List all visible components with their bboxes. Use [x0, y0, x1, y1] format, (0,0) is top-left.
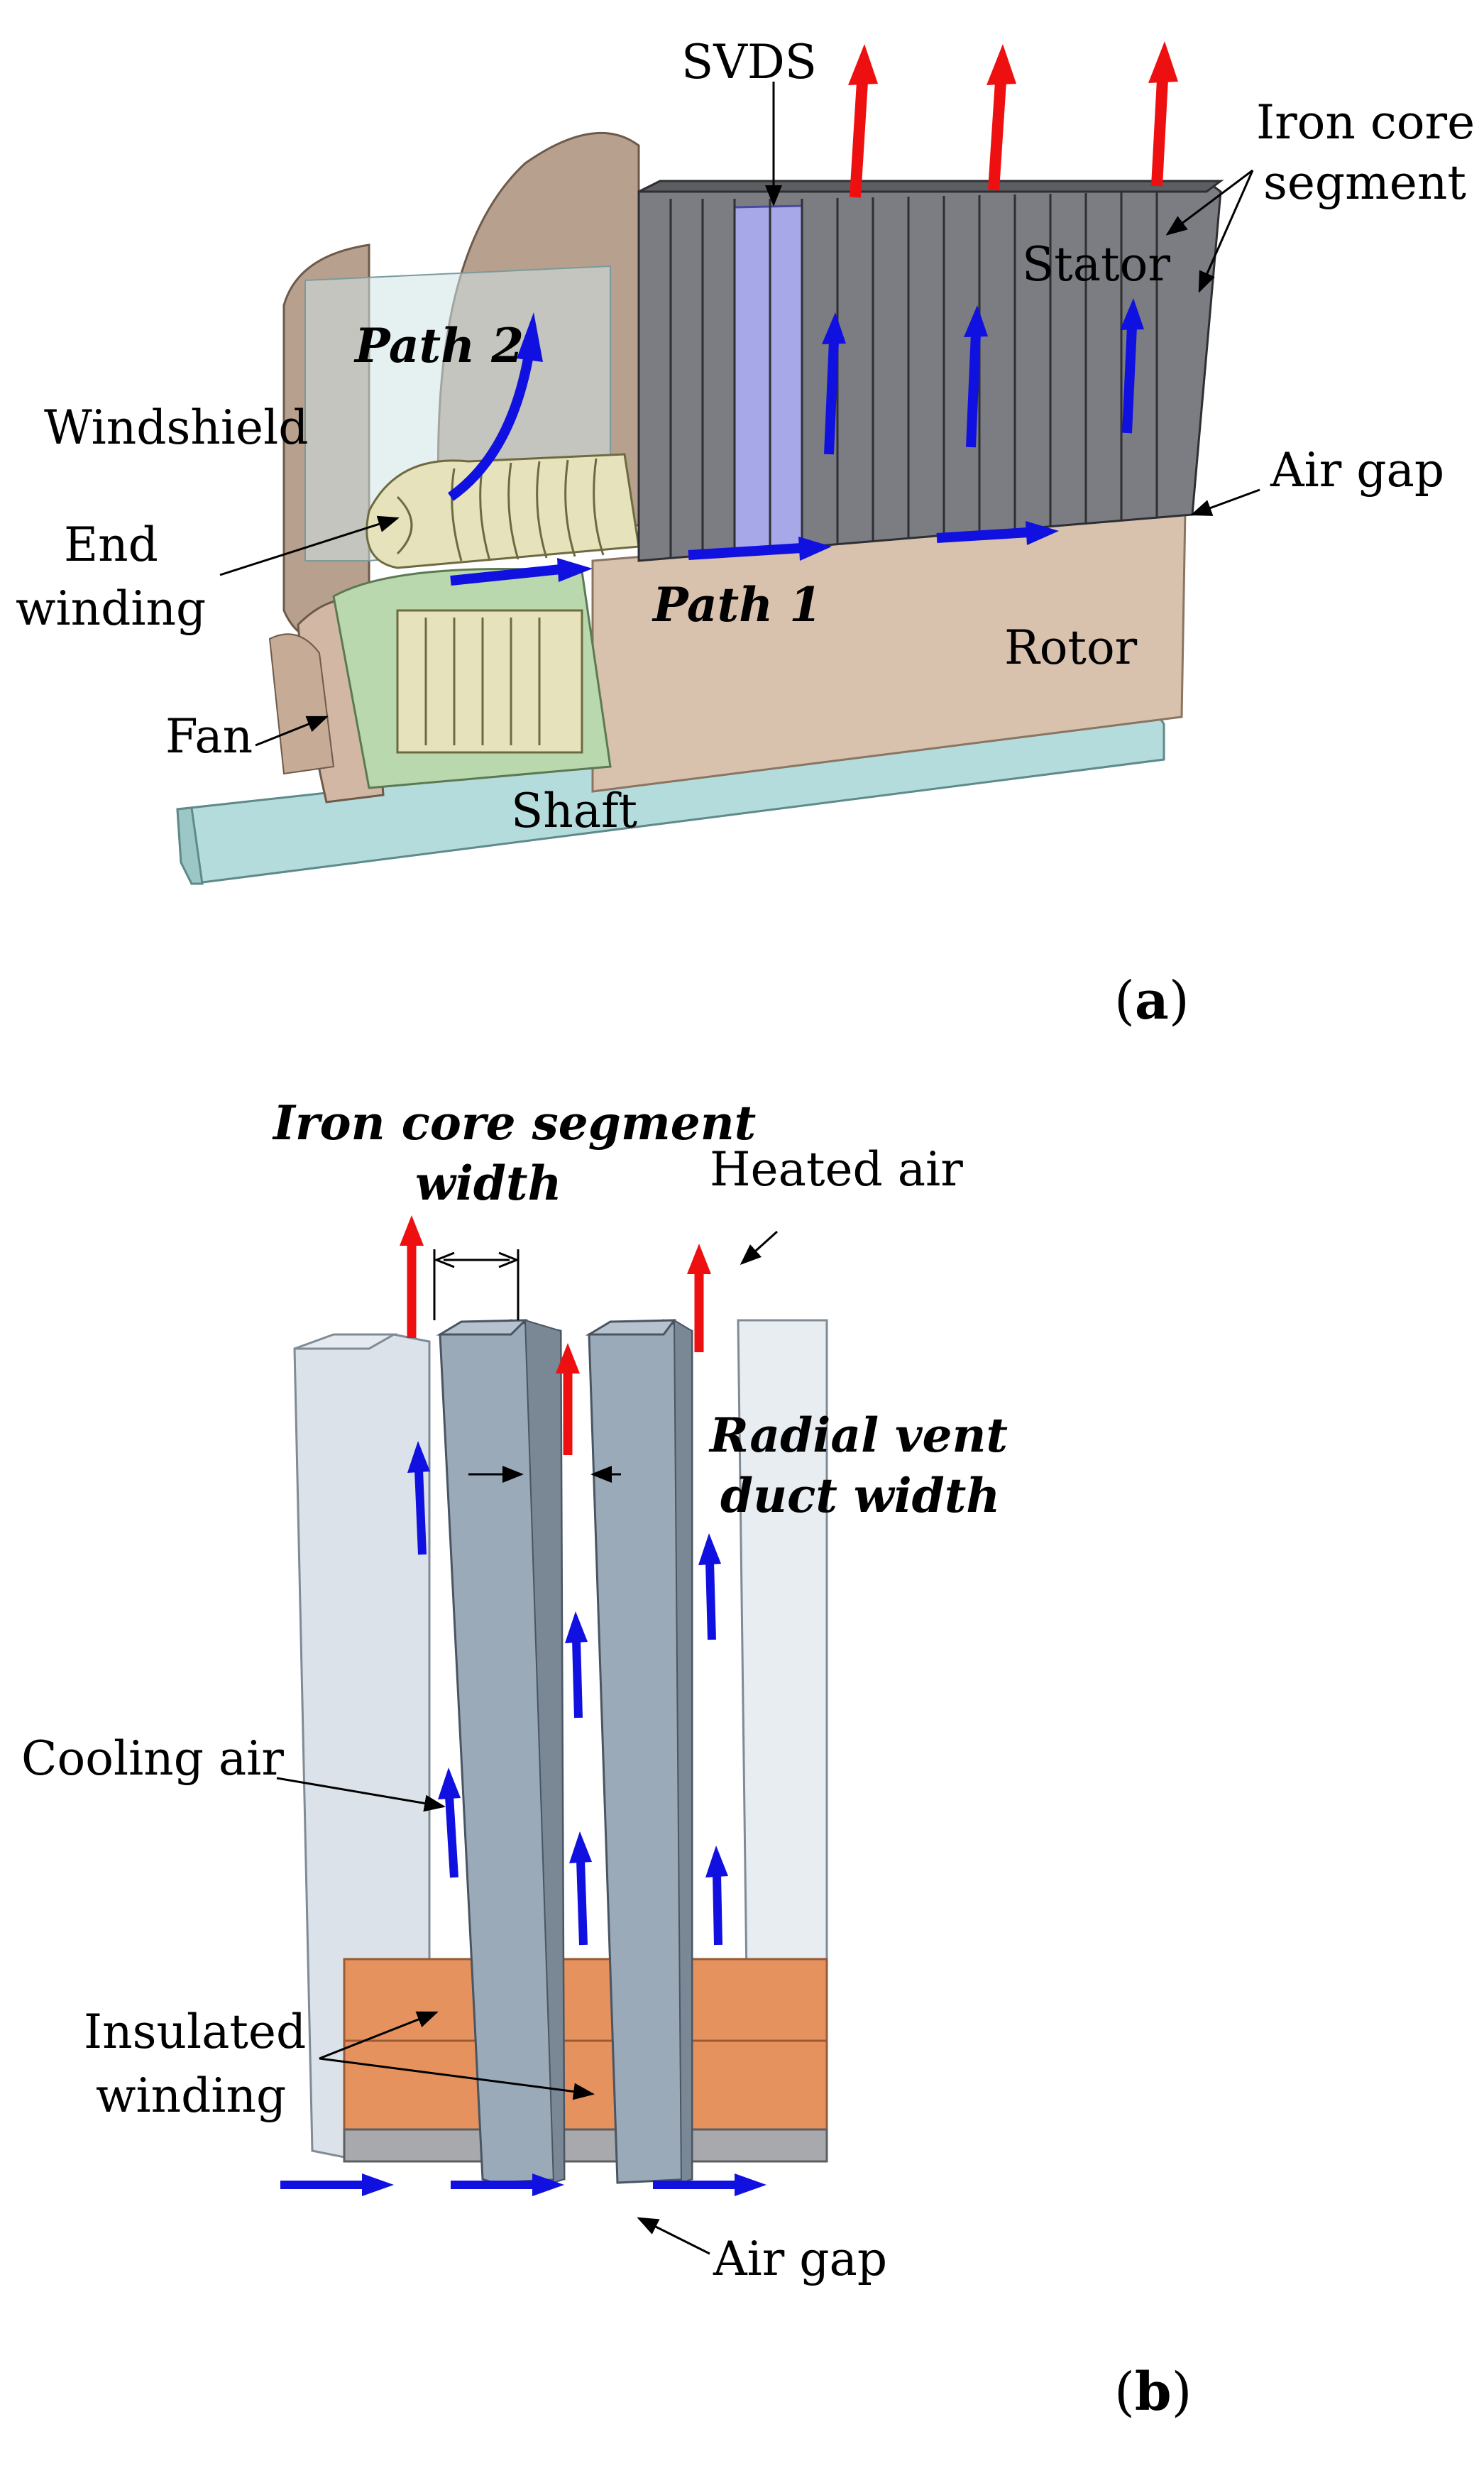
leader-lines [219, 82, 1260, 747]
rotor-label: Rotor [1004, 620, 1138, 675]
panel-a-caption: (a) [1114, 970, 1189, 1031]
windshield [282, 132, 640, 643]
heated-air-arrow [400, 1215, 424, 1338]
cooling-air-arrow [280, 2173, 394, 2196]
heated-air-arrow [556, 1343, 580, 1455]
iron-core-label-line1: Iron core [1256, 95, 1475, 150]
insulated-winding-label-line1: Insulated [84, 2005, 306, 2059]
iron-core-label-line2: segment [1263, 155, 1466, 210]
cooling-air-arrow [438, 1767, 461, 1878]
air-gap-label: Air gap [1270, 443, 1444, 498]
heated-air-arrow [1148, 41, 1178, 187]
transparent-core-segment-left [293, 1333, 431, 2159]
heated-air-label: Heated air [710, 1142, 963, 1197]
cooling-air-arrow [569, 1831, 592, 1946]
svds-label: SVDS [681, 35, 817, 89]
segment-width-dimension [433, 1249, 520, 1320]
cooling-air-arrow [565, 1611, 588, 1718]
panel-a-machine-cutaway: SVDS Iron core segment Stator Air gap Pa… [16, 35, 1475, 1031]
iron-core-segment-2 [585, 1319, 693, 2184]
air-gap-label-b: Air gap [713, 2232, 887, 2286]
cooling-air-arrows [280, 1441, 766, 2196]
path1-label: Path 1 [652, 577, 822, 632]
duct-width-label-line1: Radial vent [708, 1408, 1008, 1463]
cooling-air-label: Cooling air [21, 1731, 284, 1786]
insulated-winding [343, 1958, 828, 2163]
heated-air-arrow [986, 44, 1016, 191]
end-winding [365, 453, 640, 569]
cooling-air-arrow [964, 305, 988, 448]
stator-label: Stator [1022, 237, 1170, 292]
rotor-end-region [332, 568, 612, 789]
cooling-air-arrow [698, 1533, 721, 1640]
cooling-air-arrow [1120, 298, 1144, 434]
cooling-air-arrow [451, 2173, 564, 2196]
fan-label: Fan [165, 709, 253, 764]
end-winding-label-line1: End [64, 517, 158, 572]
cooling-air-arrow [450, 558, 593, 586]
path2-arrow [447, 353, 534, 501]
cooling-air-arrow [822, 312, 846, 455]
heated-air-arrows [400, 1215, 711, 1455]
heated-air-arrows [848, 41, 1178, 198]
leader-lines [276, 1230, 779, 2255]
cooling-air-arrow [407, 1441, 430, 1555]
panel-b-caption: (b) [1114, 2362, 1192, 2423]
windshield-label: Windshield [44, 400, 308, 455]
heated-air-arrow [687, 1244, 711, 1352]
insulated-winding-label-line2: winding [96, 2068, 286, 2123]
cooling-air-arrow [653, 2173, 766, 2196]
heated-air-arrow [848, 44, 878, 198]
cooling-air-arrow [936, 521, 1059, 545]
cooling-air-arrows [447, 298, 1144, 586]
cooling-air-arrow [705, 1846, 728, 1946]
cooling-air-arrow [688, 537, 832, 561]
end-winding-label-line2: winding [16, 581, 206, 636]
iron-core-segment-1 [436, 1319, 566, 2184]
path2-label: Path 2 [353, 318, 524, 373]
segment-width-label-line2: width [415, 1156, 562, 1211]
duct-width-label-line2: duct width [720, 1468, 1000, 1523]
svds [733, 204, 803, 554]
segment-width-label-line1: Iron core segment [272, 1095, 756, 1151]
shaft-label: Shaft [511, 784, 637, 838]
panel-b-vent-duct-detail: Iron core segment width Heated air Radia… [21, 1095, 1192, 2423]
